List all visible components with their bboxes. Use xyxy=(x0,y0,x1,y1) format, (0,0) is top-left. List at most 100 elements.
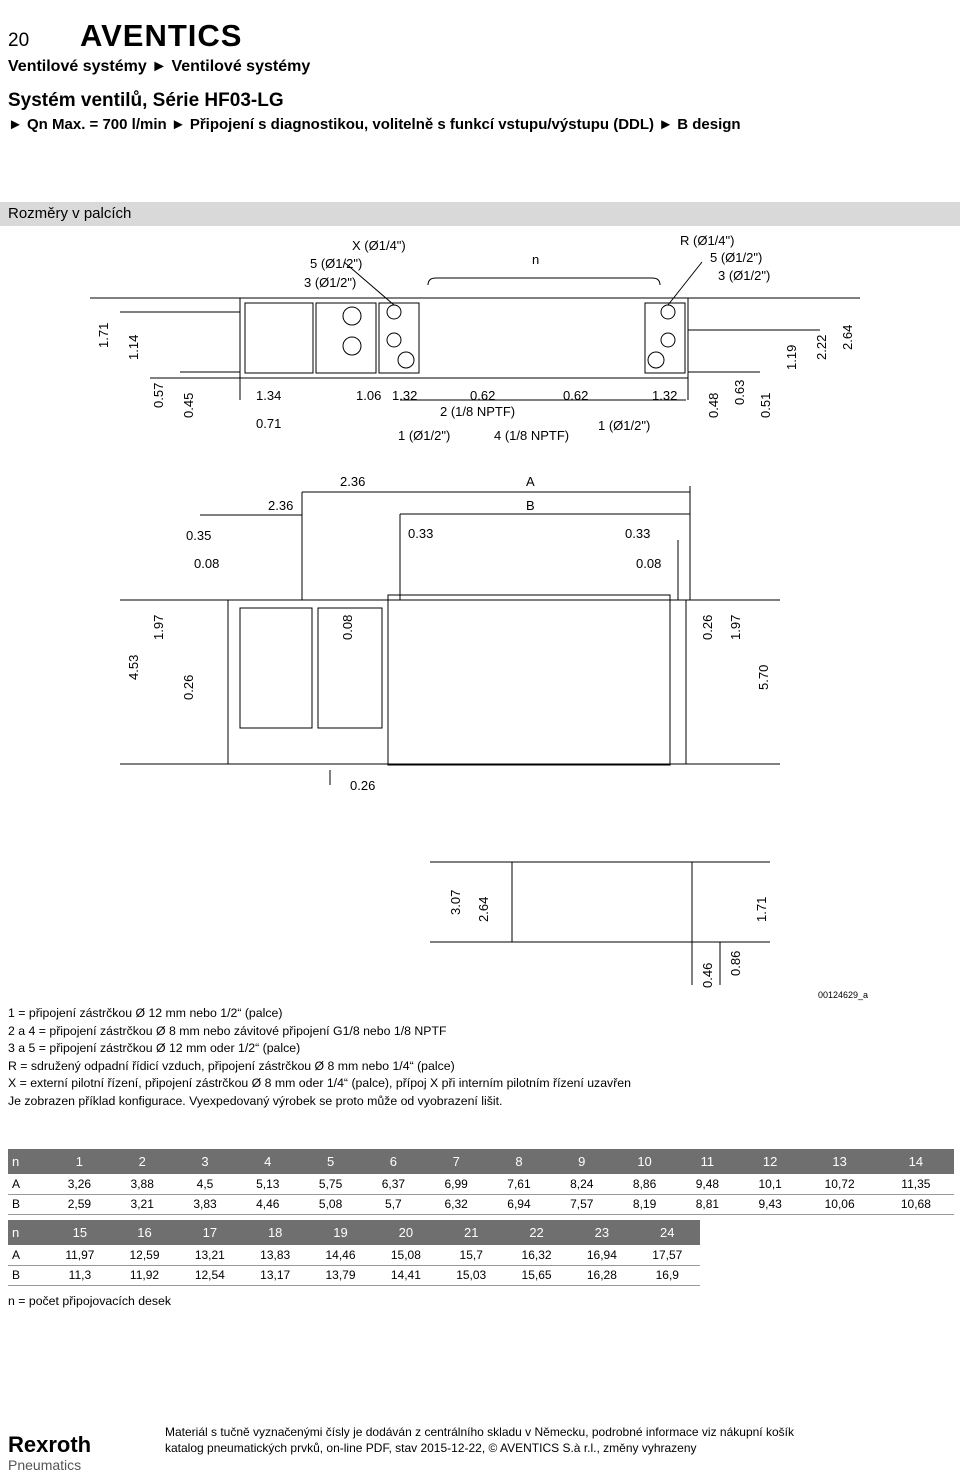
table-cell: 11,92 xyxy=(111,1265,178,1286)
table-cell: 3,88 xyxy=(110,1174,174,1195)
table-cell: 14,46 xyxy=(307,1245,374,1266)
aventics-logo: AVENTICS xyxy=(80,18,243,53)
dim-0-51: 0.51 xyxy=(758,393,773,418)
table-cell: 4,46 xyxy=(236,1194,300,1215)
rexroth-pneumatics: Pneumatics xyxy=(8,1457,82,1473)
table-cell: 6,94 xyxy=(487,1194,551,1215)
dim-1-06: 1.06 xyxy=(356,388,381,403)
drawing-label-4: 4 (1/8 NPTF) xyxy=(494,428,569,443)
table-cell: 11,3 xyxy=(48,1265,112,1286)
table-cell: 7,61 xyxy=(487,1174,551,1195)
dim-2-64: 2.64 xyxy=(840,325,855,350)
note-item: X = externí pilotní řízení, připojení zá… xyxy=(8,1076,631,1091)
table-cell: B xyxy=(8,1265,48,1286)
top-view-outline xyxy=(239,297,689,379)
drawing-label-3-right: 3 (Ø1/2") xyxy=(718,268,770,283)
table-cell: 8,19 xyxy=(613,1194,676,1215)
dim-5-70: 5.70 xyxy=(756,665,771,690)
dim-1-14: 1.14 xyxy=(126,335,141,360)
drawing-label-b: B xyxy=(526,498,535,513)
table-cell: A xyxy=(8,1245,48,1266)
drawing-label-1-right: 1 (Ø1/2") xyxy=(598,418,650,433)
dim-1-34: 1.34 xyxy=(256,388,281,403)
table-header-cell: 3 xyxy=(173,1149,237,1174)
table-cell: 2,59 xyxy=(48,1194,111,1215)
dim-0-48: 0.48 xyxy=(706,393,721,418)
table-cell: 16,32 xyxy=(503,1245,570,1266)
table-header-cell: 21 xyxy=(438,1220,504,1245)
table-cell: 7,57 xyxy=(550,1194,614,1215)
table-header-cell: 24 xyxy=(634,1220,700,1245)
dim-0-33-right: 0.33 xyxy=(625,526,650,541)
drawing-label-x: X (Ø1/4") xyxy=(352,238,406,253)
table-cell: 12,59 xyxy=(111,1245,178,1266)
table-header-cell: 18 xyxy=(242,1220,308,1245)
table-header-cell: n xyxy=(8,1149,48,1174)
section-heading: Rozměry v palcích xyxy=(0,202,960,226)
dim-0-86: 0.86 xyxy=(728,951,743,976)
table-header-cell: 19 xyxy=(307,1220,374,1245)
page-number: 20 xyxy=(8,30,30,51)
table-cell: 15,65 xyxy=(503,1265,570,1286)
table-header-cell: n xyxy=(8,1220,48,1245)
table-header-cell: 20 xyxy=(373,1220,439,1245)
table-cell: 10,06 xyxy=(801,1194,878,1215)
table-cell: 5,08 xyxy=(299,1194,362,1215)
table-cell: 6,99 xyxy=(424,1174,488,1195)
table-cell: 3,21 xyxy=(110,1194,174,1215)
table-header-cell: 5 xyxy=(299,1149,362,1174)
table-header-cell: 16 xyxy=(111,1220,178,1245)
table-cell: 11,35 xyxy=(877,1174,954,1195)
table-cell: 12,54 xyxy=(177,1265,243,1286)
table-cell: 16,94 xyxy=(569,1245,635,1266)
table-header-cell: 2 xyxy=(110,1149,174,1174)
drawing-label-a: A xyxy=(526,474,535,489)
dim-1-32-left: 1.32 xyxy=(392,388,417,403)
drawing-label-2: 2 (1/8 NPTF) xyxy=(440,404,515,419)
dim-1-71: 1.71 xyxy=(96,323,111,348)
dim-0-57: 0.57 xyxy=(151,383,166,408)
drawing-label-5-right: 5 (Ø1/2") xyxy=(710,250,762,265)
table-header-cell: 22 xyxy=(503,1220,570,1245)
table-header-cell: 23 xyxy=(569,1220,635,1245)
note-item: 1 = připojení zástrčkou Ø 12 mm nebo 1/2… xyxy=(8,1006,283,1020)
footer-line: Materiál s tučně vyznačenými čísly je do… xyxy=(165,1425,794,1439)
table-header-cell: 12 xyxy=(738,1149,802,1174)
dim-1-32-right: 1.32 xyxy=(652,388,677,403)
table-cell: 5,75 xyxy=(299,1174,362,1195)
table-cell: 8,81 xyxy=(675,1194,739,1215)
dim-0-45: 0.45 xyxy=(181,393,196,418)
table-cell: 3,26 xyxy=(48,1174,111,1195)
table-header-cell: 8 xyxy=(487,1149,551,1174)
table-cell: 6,32 xyxy=(424,1194,488,1215)
table-cell: 9,48 xyxy=(675,1174,739,1195)
dim-0-26-left: 0.26 xyxy=(181,675,196,700)
note-item: Je zobrazen příklad konfigurace. Vyexped… xyxy=(8,1093,503,1108)
image-id: 00124629_a xyxy=(818,990,869,1000)
dim-0-35: 0.35 xyxy=(186,528,211,543)
dim-1-97-right: 1.97 xyxy=(728,615,743,640)
side-view-outline xyxy=(511,861,693,943)
table-note: n = počet připojovacích desek xyxy=(8,1294,172,1308)
table-header-cell: 17 xyxy=(177,1220,243,1245)
dim-4-53: 4.53 xyxy=(126,655,141,680)
drawing-label-1-left: 1 (Ø1/2") xyxy=(398,428,450,443)
table-cell: 15,08 xyxy=(373,1245,439,1266)
dim-0-08-module: 0.08 xyxy=(340,615,355,640)
dim-0-08-left: 0.08 xyxy=(194,556,219,571)
table-cell: B xyxy=(8,1194,48,1215)
dim-1-97-left: 1.97 xyxy=(151,615,166,640)
table-header-cell: 7 xyxy=(424,1149,488,1174)
table-cell: 16,28 xyxy=(569,1265,635,1286)
dim-2-36-upper: 2.36 xyxy=(340,474,365,489)
dim-0-26-bottom: 0.26 xyxy=(350,778,375,793)
footer-line: katalog pneumatických prvků, on-line PDF… xyxy=(165,1441,697,1455)
breadcrumb: Ventilové systémy ► Ventilové systémy xyxy=(8,58,311,75)
table-header-cell: 4 xyxy=(236,1149,300,1174)
